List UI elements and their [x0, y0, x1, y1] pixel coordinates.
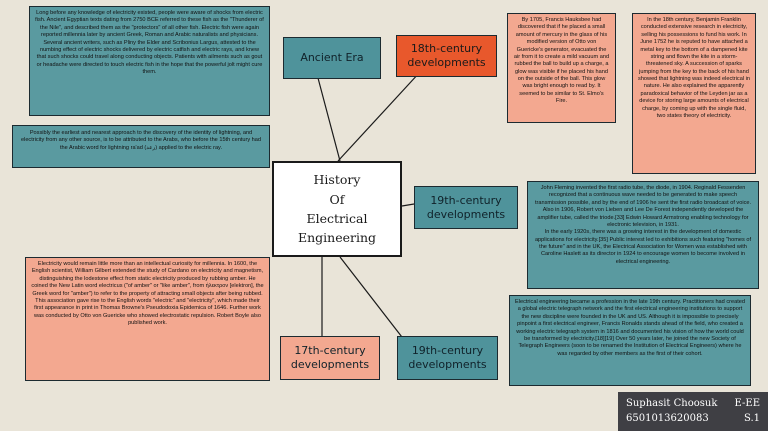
author-credit: Suphasit Choosuk E-EE 6501013620083 S.1	[618, 392, 768, 431]
main-title-line2: Of	[329, 191, 345, 207]
19th-century-label-bottom: 19th-century developments	[397, 336, 498, 380]
ancient-era-label: Ancient Era	[283, 37, 381, 79]
ancient-arabs-text: Possibly the earliest and nearest approa…	[12, 125, 270, 168]
19th-century-label-right-line2: developments	[426, 207, 506, 221]
19th-century-label-bottom-line2: developments	[408, 358, 487, 371]
author-name: Suphasit Choosuk	[626, 398, 718, 409]
main-title-line4: Engineering	[297, 230, 377, 246]
18th-century-label-line2: developments	[407, 56, 486, 69]
17th-century-label-line1: 17th-century	[294, 344, 366, 358]
18th-century-label-line1: 18th-century	[410, 42, 483, 56]
gilbert-text: Electricity would remain little more tha…	[25, 257, 270, 381]
author-section: S.1	[743, 413, 760, 424]
19th-century-label-bottom-line1: 19th-century	[411, 344, 484, 358]
19th-century-label-right-line1: 19th-century	[430, 193, 502, 207]
18th-century-label: 18th-century developments	[396, 35, 497, 77]
ancient-electric-fish-text: Long before any knowledge of electricity…	[29, 6, 270, 116]
author-id: 6501013620083	[626, 413, 709, 424]
hauksbee-text: By 1705, Francis Hauksbee had discovered…	[507, 13, 616, 123]
17th-century-label-line2: developments	[290, 358, 370, 371]
main-title: History Of Electrical Engineering	[272, 161, 402, 257]
author-dept: E-EE	[734, 398, 760, 409]
19th-century-label-right: 19th-century developments	[414, 186, 518, 229]
main-title-line1: History	[313, 172, 361, 188]
main-title-line3: Electrical	[306, 211, 368, 226]
17th-century-label: 17th-century developments	[280, 336, 380, 380]
profession-text: Electrical engineering became a professi…	[509, 295, 751, 386]
franklin-text: In the 18th century, Benjamin Franklin c…	[632, 13, 756, 174]
fleming-radio-text: John Fleming invented the first radio tu…	[527, 181, 759, 289]
